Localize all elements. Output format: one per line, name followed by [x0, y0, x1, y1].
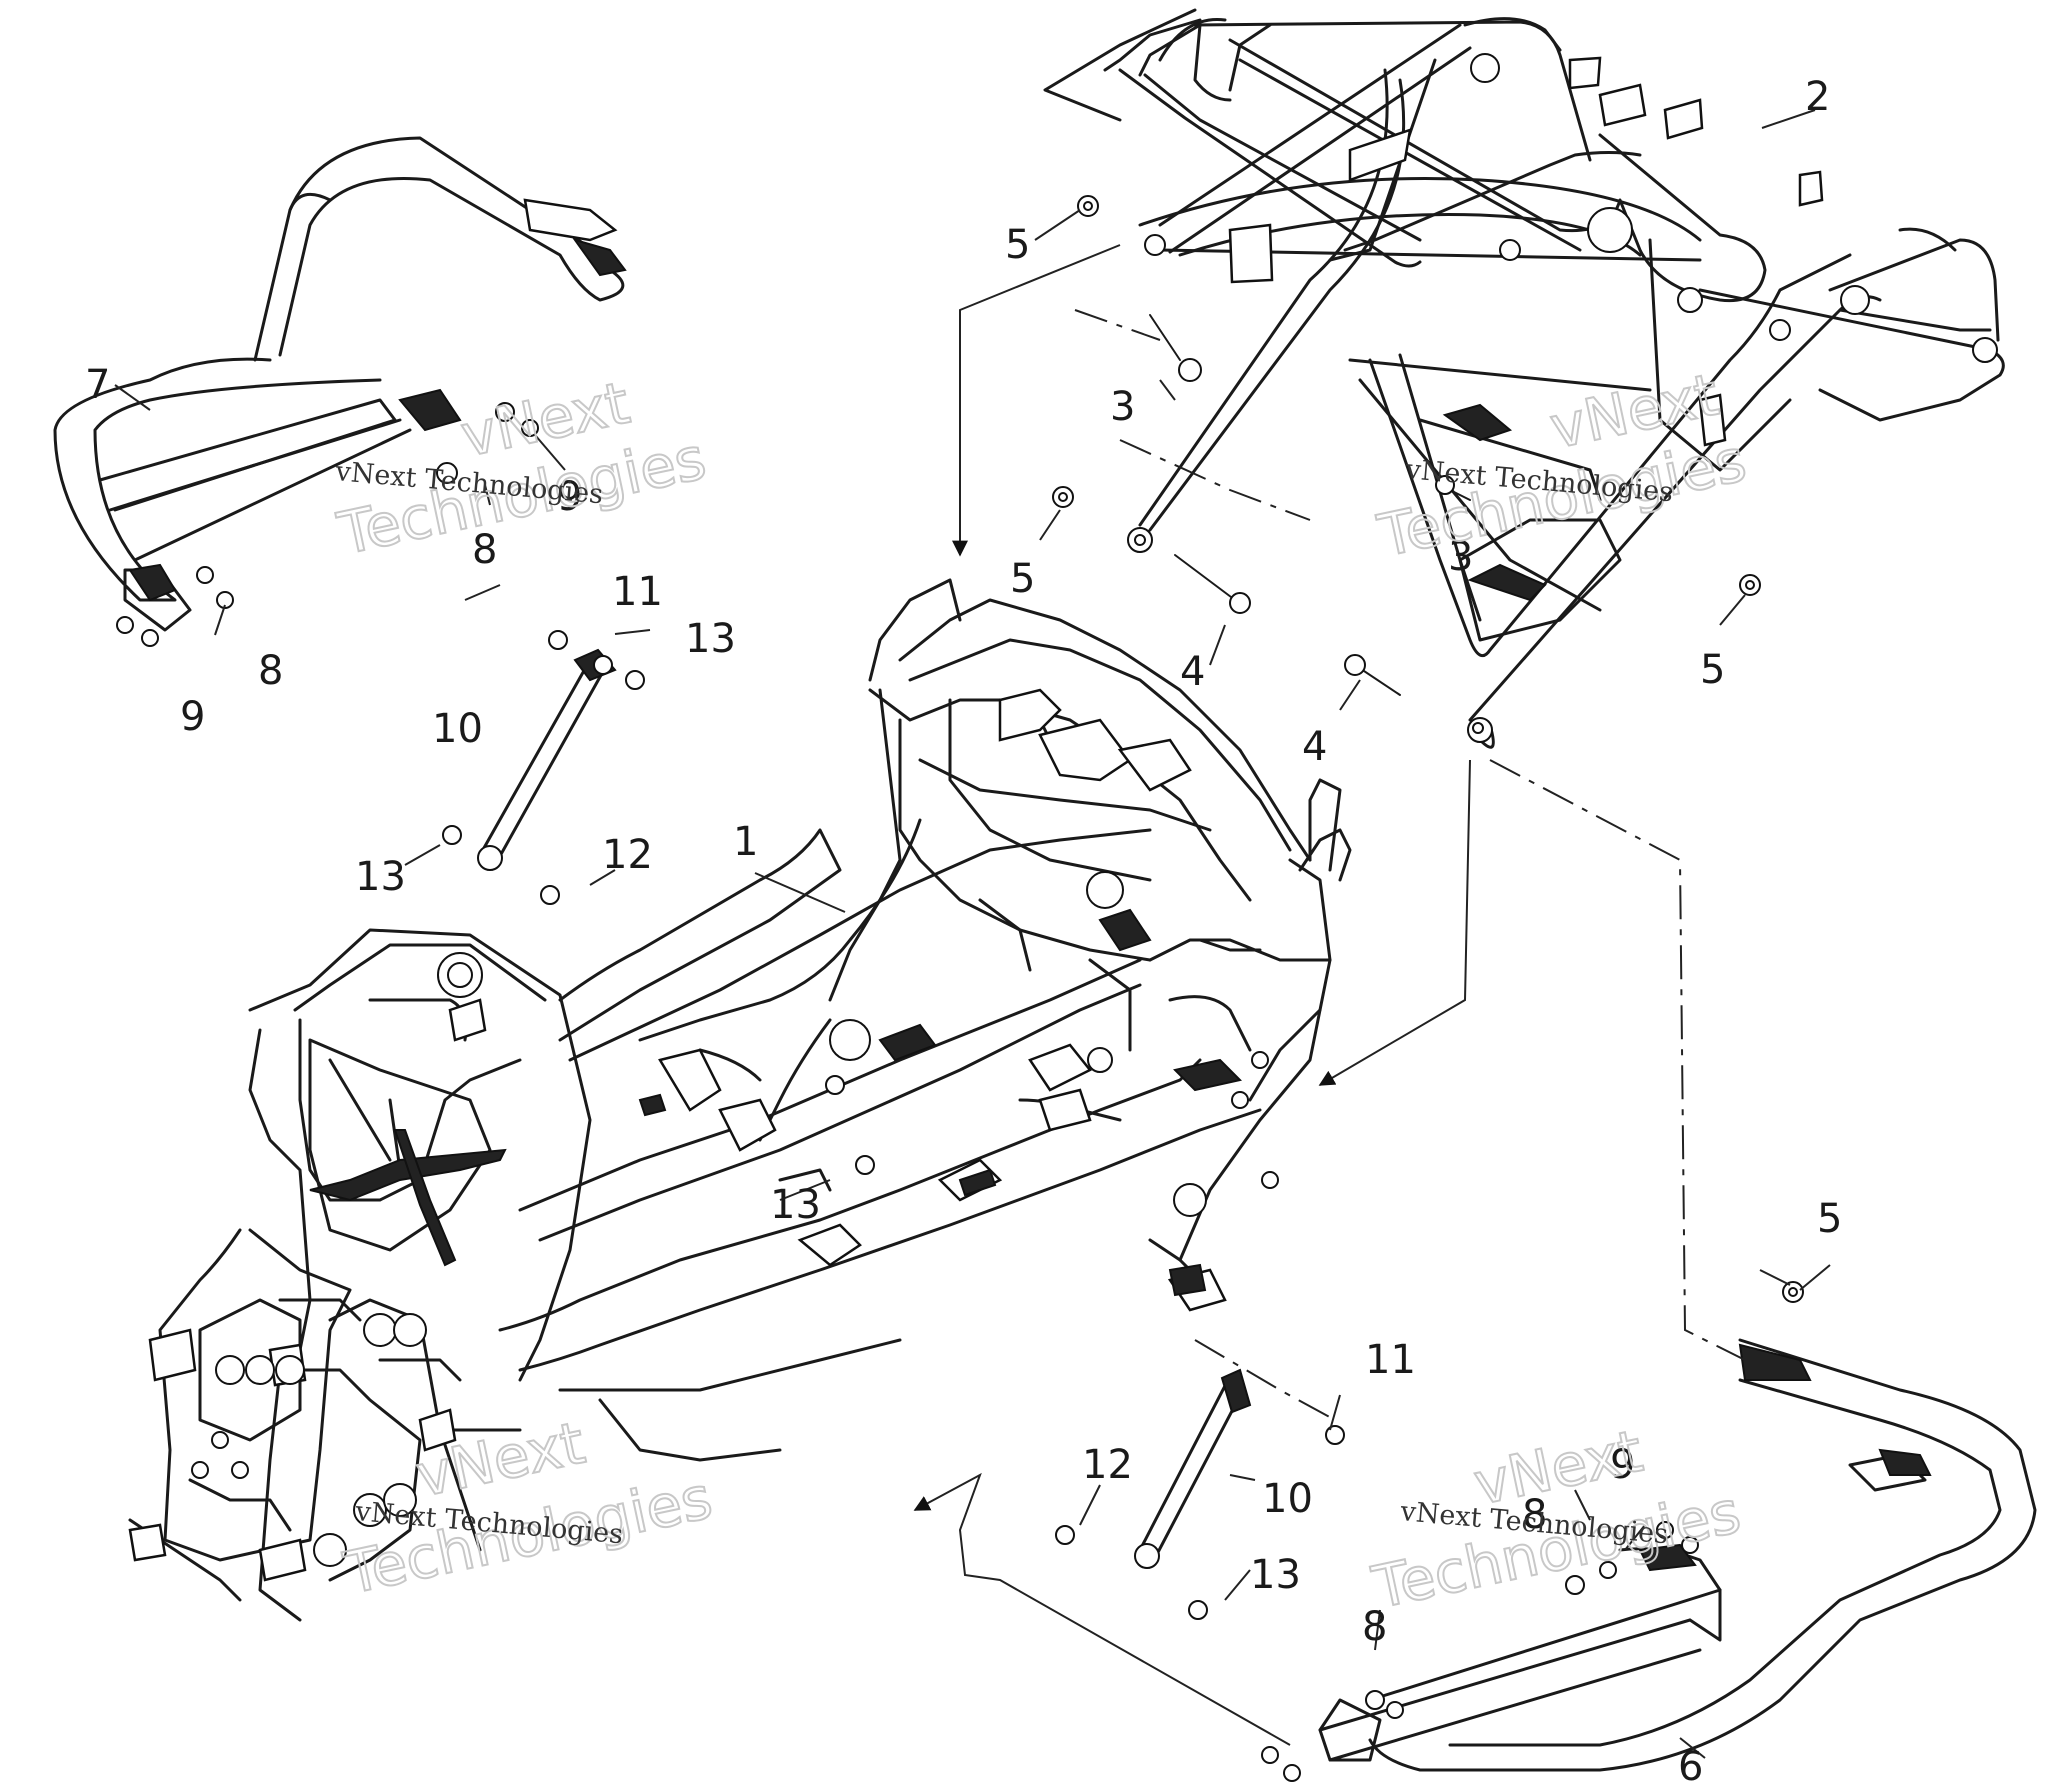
callout-9-c: 9	[1610, 1442, 1635, 1488]
callout-5-c: 5	[1700, 647, 1725, 693]
callout-11: 11	[612, 569, 663, 615]
link-rod-lower	[1134, 1368, 1252, 1569]
hardware	[116, 195, 1804, 1782]
nut-5-d	[1782, 1281, 1804, 1303]
callout-7: 7	[85, 362, 110, 408]
callout-8: 8	[472, 527, 497, 573]
callout-13-d: 13	[1250, 1552, 1301, 1598]
bolt-4-a	[1174, 554, 1251, 614]
watermarks: vNext Technologies vNext Technologies vN…	[331, 359, 1753, 1623]
bolt-3-a	[1149, 314, 1202, 382]
callout-1: 1	[733, 819, 758, 865]
bolt-4-b	[1344, 654, 1401, 696]
callout-5: 5	[1005, 222, 1030, 268]
callout-3: 3	[1110, 384, 1135, 430]
callout-10-b: 10	[1262, 1476, 1313, 1522]
callout-3-b: 3	[1448, 534, 1473, 580]
rear-subframe	[1043, 8, 2005, 749]
callout-9: 9	[557, 474, 582, 520]
callout-13-b: 13	[355, 854, 406, 900]
callout-12-b: 12	[1082, 1442, 1133, 1488]
right-grab-bar	[1318, 1338, 2037, 1772]
nut-5-c	[1739, 574, 1761, 596]
callout-4-b: 4	[1302, 724, 1327, 770]
link-rod-upper	[477, 648, 617, 871]
callout-11-b: 11	[1365, 1337, 1416, 1383]
callout-9-b: 9	[180, 694, 205, 740]
bolt-3-b	[1435, 475, 1471, 501]
callout-13: 13	[685, 616, 736, 662]
assembly-lines	[913, 244, 1791, 1746]
main-frame	[128, 578, 1352, 1622]
callout-5-b: 5	[1010, 556, 1035, 602]
callout-13-c: 13	[770, 1182, 821, 1228]
callout-8-c: 8	[1522, 1492, 1547, 1538]
nut-5-a	[1077, 195, 1099, 217]
callout-5-d: 5	[1817, 1196, 1842, 1242]
callout-4: 4	[1180, 649, 1205, 695]
callout-10: 10	[432, 706, 483, 752]
callout-leaders	[114, 109, 1831, 1759]
callout-6: 6	[1678, 1744, 1703, 1790]
callout-numbers: 1 2 3 3 4 4 5 5 5 5 6 7 8 8 8 8 9 9 9 10…	[85, 74, 1842, 1790]
callout-8-b: 8	[258, 648, 283, 694]
callout-12: 12	[602, 832, 653, 878]
nut-5-b	[1052, 486, 1074, 508]
callout-8-d: 8	[1362, 1604, 1387, 1650]
left-grab-bar	[53, 136, 627, 632]
callout-2: 2	[1805, 74, 1830, 120]
